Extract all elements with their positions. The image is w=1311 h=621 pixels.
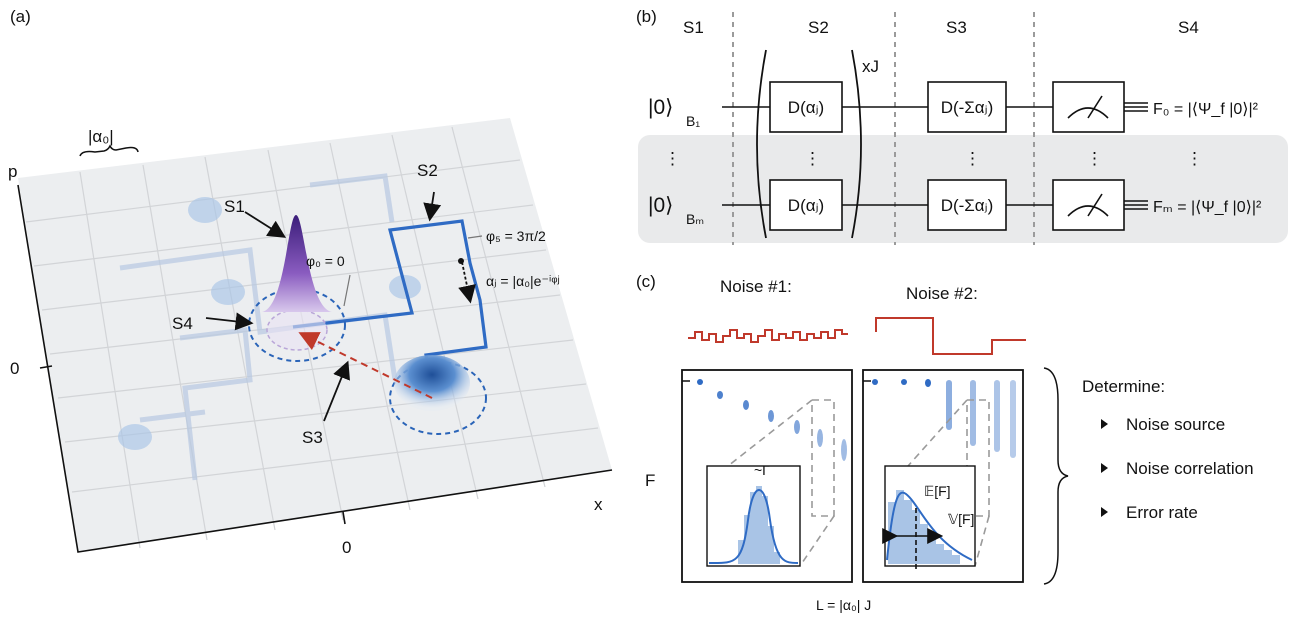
measure-bottom <box>1052 179 1125 231</box>
panel-b-label: (b) <box>636 7 657 26</box>
panel-b: (b) S1 S2 S3 S4 |0⟩ B₁ |0⟩ Bₘ <box>636 7 1288 245</box>
repeat-bracket-left <box>756 49 767 239</box>
measure-top <box>1052 81 1125 133</box>
step-s2-label: S2 <box>417 161 438 180</box>
step-s2-arrow <box>423 191 442 222</box>
bullet-3-icon <box>1101 507 1108 517</box>
gate-d-top-label: D(αⱼ) <box>788 98 824 117</box>
classical-wires <box>1124 102 1148 210</box>
ket-bottom-sub: Bₘ <box>686 211 704 227</box>
alpha0-brace <box>79 144 139 157</box>
panel-c: (c) Noise #1: Noise #2: F L = |α₀| J <box>636 272 1254 613</box>
step-s4-label: S4 <box>172 314 193 333</box>
alpha-step-dot <box>458 258 464 264</box>
gate-d-bottom-label: D(αⱼ) <box>788 196 824 215</box>
phi5-leader <box>467 235 483 239</box>
mean-label: 𝔼[F] <box>924 483 951 499</box>
panel-a: (a) <box>8 7 613 557</box>
p-tick-label: 0 <box>10 359 19 378</box>
gate-inv-bottom <box>927 179 1007 231</box>
x-tick-label: 0 <box>342 538 351 557</box>
alpha-j-label: αⱼ = |α₀|e⁻ⁱᵠʲ <box>486 273 560 289</box>
phi0-leader <box>343 274 351 307</box>
dots-gate-d: ⋮ <box>804 149 821 168</box>
zoom-box1 <box>727 399 835 567</box>
fidelity-bottom: Fₘ = |⟨Ψ_f |0⟩|² <box>1153 199 1262 216</box>
stage-header-3: S3 <box>946 18 967 37</box>
determine-brace <box>1043 367 1069 585</box>
x-axis-tick <box>342 511 346 525</box>
determine-list: Noise source Noise correlation Error rat… <box>1101 415 1254 522</box>
bullet-2-icon <box>1101 463 1108 473</box>
dots-gate-inv: ⋮ <box>964 149 981 168</box>
fidelity-top: F₀ = |⟨Ψ_f |0⟩|² <box>1153 101 1259 118</box>
step-s4-arrow <box>205 312 254 331</box>
bullet-3: Error rate <box>1126 503 1198 522</box>
stage-header-4: S4 <box>1178 18 1199 37</box>
gate-inv-bottom-label: D(-Σαⱼ) <box>941 196 994 215</box>
bullet-1: Noise source <box>1126 415 1225 434</box>
meter-icon-top <box>1067 95 1109 119</box>
p-axis-tick <box>39 365 53 369</box>
phi5-label: φ₅ = 3π/2 <box>486 228 546 244</box>
noise1-label: Noise #1: <box>720 277 792 296</box>
gamma-label: ~Γ <box>754 462 770 478</box>
bullet-1-icon <box>1101 419 1108 429</box>
repeat-bracket-right <box>851 49 862 239</box>
step-s3-arrow <box>323 360 350 422</box>
ket-top: |0⟩ <box>648 96 673 119</box>
stage-headers: S1 S2 S3 S4 <box>683 18 1199 37</box>
noise2-trace <box>875 317 1026 355</box>
inset1-gaussian <box>708 489 799 565</box>
step-s3-label: S3 <box>302 428 323 447</box>
displacement-path <box>292 219 488 379</box>
panel-c-label: (c) <box>636 272 656 291</box>
step-s1-arrow <box>244 211 287 238</box>
dots-measure: ⋮ <box>1086 149 1103 168</box>
stage-header-2: S2 <box>808 18 829 37</box>
gate-inv-top <box>927 81 1007 133</box>
scatter2 <box>872 379 1016 458</box>
zoom-box2 <box>907 399 990 567</box>
stage-dividers <box>732 12 1035 245</box>
alpha0-label: |α₀| <box>88 127 114 146</box>
ket-top-sub: B₁ <box>686 113 700 129</box>
gate-inv-top-label: D(-Σαⱼ) <box>941 98 994 117</box>
dots-ket: ⋮ <box>664 149 681 168</box>
gate-d-top <box>769 81 843 133</box>
scatter1 <box>697 379 847 461</box>
faint-paths <box>119 173 398 481</box>
ket-bottom: |0⟩ <box>648 194 673 217</box>
determine-label: Determine: <box>1082 377 1165 396</box>
alpha-step-arrow <box>458 261 476 304</box>
repeat-label: xJ <box>862 57 879 76</box>
dots-fidelity: ⋮ <box>1186 149 1203 168</box>
stage-header-1: S1 <box>683 18 704 37</box>
gate-d-bottom <box>769 179 843 231</box>
axis-frame <box>17 184 613 553</box>
noise1-trace <box>688 329 848 343</box>
meter-icon-bottom <box>1067 193 1109 217</box>
variance-label: 𝕍[F] <box>948 511 974 527</box>
bullet-2: Noise correlation <box>1126 459 1254 478</box>
wigner-peak <box>262 215 332 312</box>
y-axis-label: F <box>645 471 655 490</box>
initial-state-inner <box>266 309 328 351</box>
noise2-label: Noise #2: <box>906 284 978 303</box>
final-state-blob <box>394 355 470 411</box>
step-s1-label: S1 <box>224 197 245 216</box>
panel-a-label: (a) <box>10 7 31 26</box>
x-axis-label-c: L = |α₀| J <box>816 597 871 613</box>
return-displacement-arrow <box>298 332 433 399</box>
p-axis-label: p <box>8 162 17 181</box>
phi0-label: φ₀ = 0 <box>306 253 345 269</box>
x-axis-label: x <box>594 495 603 514</box>
